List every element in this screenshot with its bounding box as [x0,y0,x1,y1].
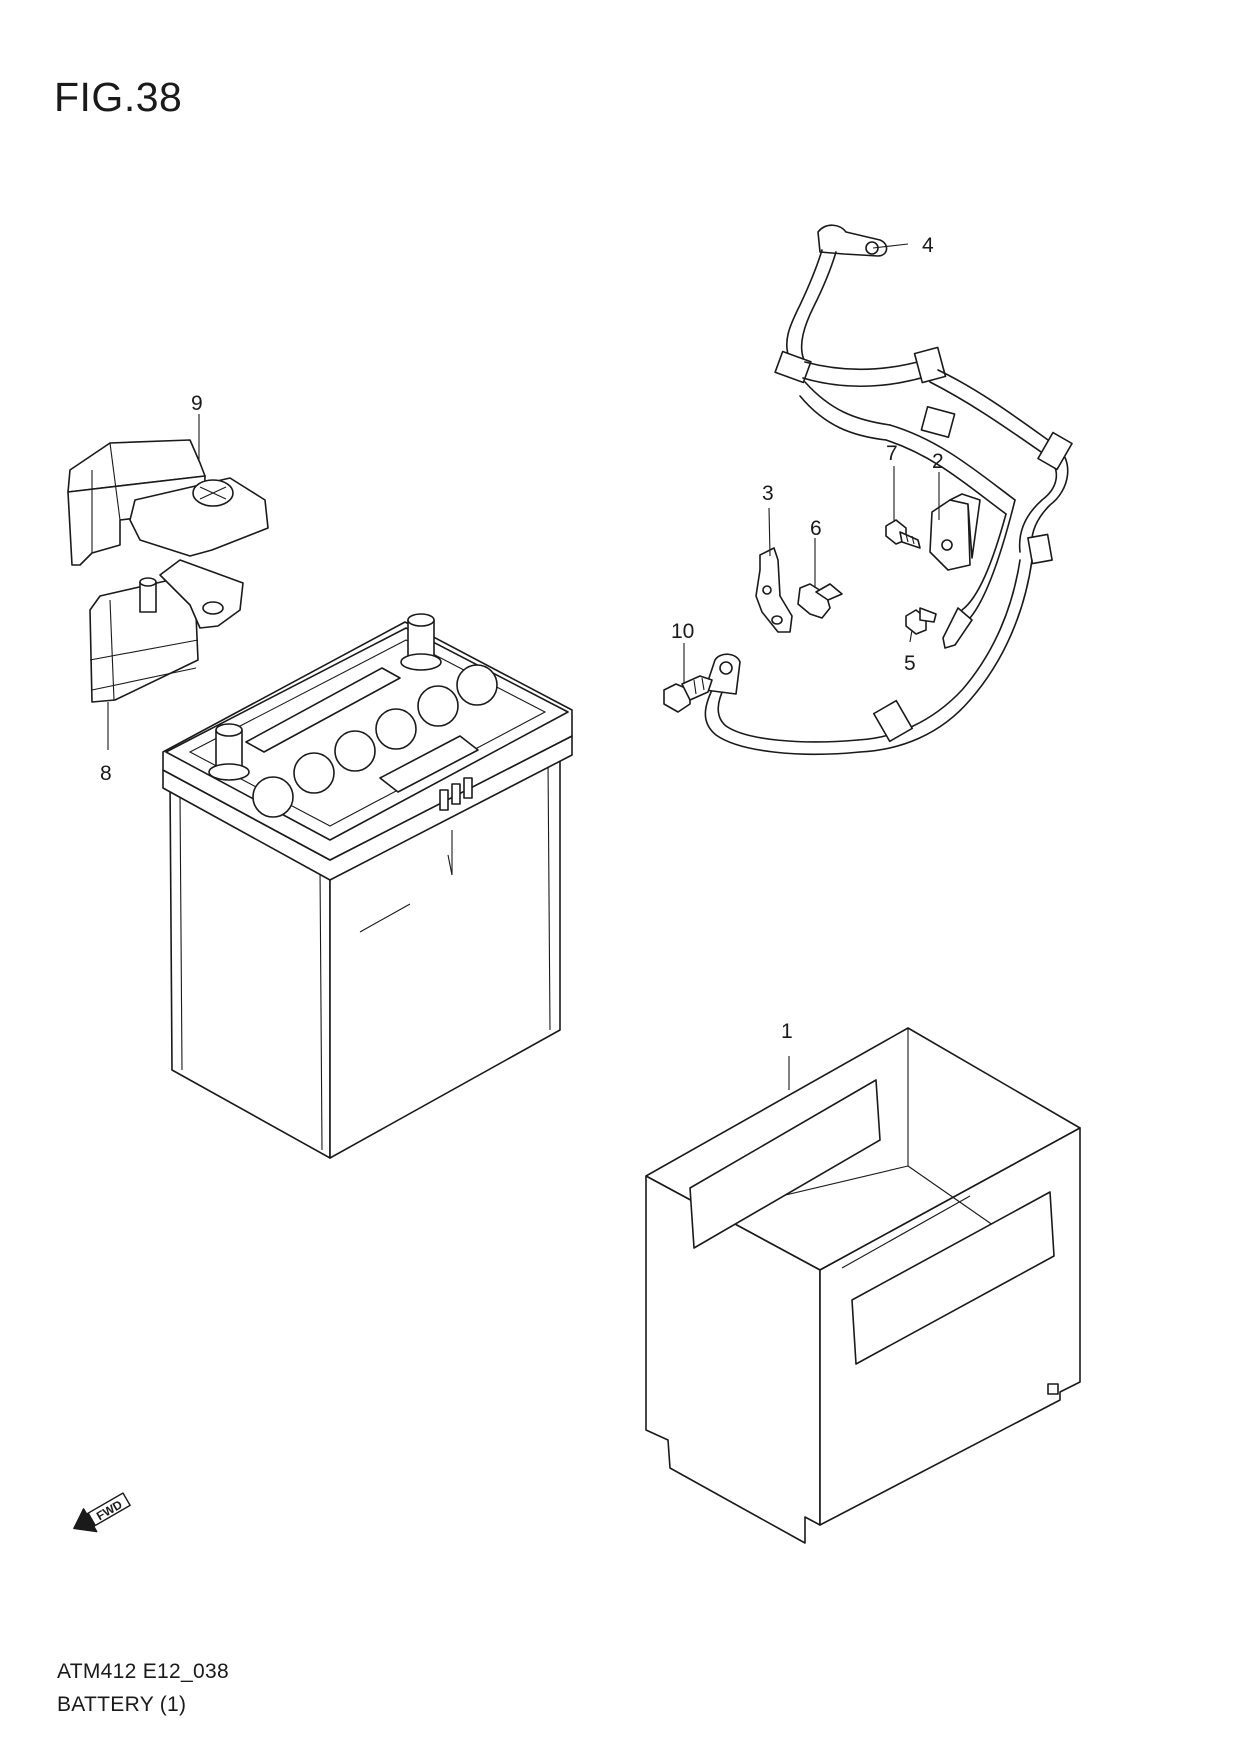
battery-cable-harness-drawing [704,224,1073,756]
figure-title: FIG.38 [54,74,183,120]
callout-5: 5 [904,652,916,675]
bolt-10-drawing [663,675,713,713]
figure-code: ATM412 E12_038 [57,1660,229,1683]
callout-4: 4 [922,234,934,257]
callout-1: 1 [781,1020,793,1043]
figure-name: BATTERY (1) [57,1693,187,1716]
callout-7: 7 [886,442,898,465]
terminal-clamp-drawing [89,559,244,703]
battery-drawing [162,613,573,1159]
leader-lines [107,243,940,1090]
battery-vent-caps [252,664,498,818]
callout-3: 3 [762,482,774,505]
battery-terminals [208,613,442,781]
bolt-7-drawing [885,519,921,549]
callout-6: 6 [810,517,822,540]
battery-tray-drawing [645,1027,1081,1544]
terminal-cover-drawing [67,439,269,566]
bolt-5-drawing [905,607,937,635]
callout-8: 8 [100,762,112,785]
callout-labels: 1 2 3 4 5 6 7 8 9 10 [100,234,944,1043]
callout-10: 10 [671,620,694,643]
bracket-plate-drawing [929,493,981,571]
callout-2: 2 [932,450,944,473]
bolt-6-drawing [797,583,843,619]
clamp-bracket-drawing [755,547,793,633]
callout-9: 9 [191,392,203,415]
forward-direction-arrow: FWD [73,1492,131,1533]
